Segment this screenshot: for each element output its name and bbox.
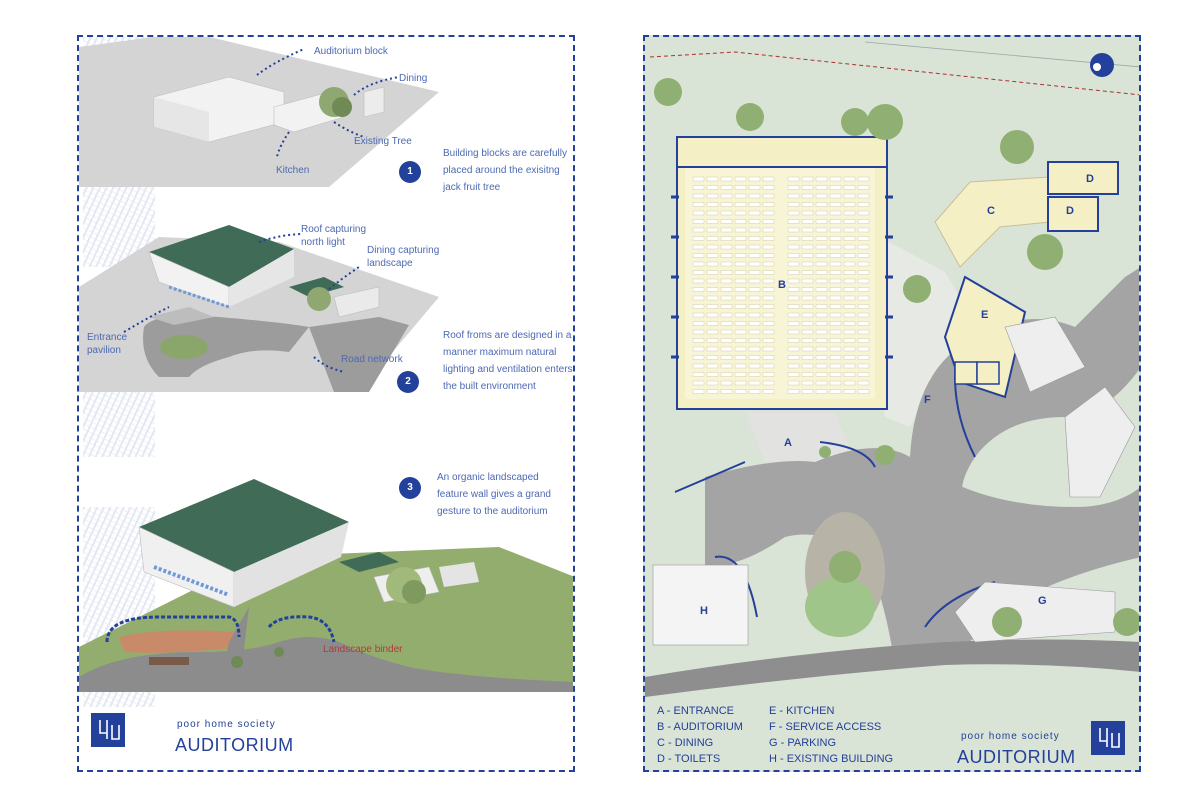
label-existing-tree: Existing Tree	[354, 136, 412, 147]
legend-item: B - AUDITORIUM	[657, 721, 743, 733]
block-placement-diagram	[79, 37, 439, 192]
legend-item: C - DINING	[657, 737, 714, 749]
studio-logo	[1091, 721, 1125, 755]
auditorium-seating	[692, 176, 870, 394]
map-label-e: E	[981, 309, 989, 321]
map-label-d-lower: D	[1066, 205, 1074, 217]
label-dining-landscape: Dining capturing landscape	[367, 245, 440, 269]
map-label-h: H	[700, 605, 708, 617]
label-road-network: Road network	[341, 354, 403, 365]
legend-item: G - PARKING	[769, 737, 837, 749]
label-roof-north-light: Roof capturing north light	[301, 224, 367, 248]
legend-item: A - ENTRANCE	[657, 705, 735, 717]
logo-icon	[99, 720, 120, 740]
studio-logo	[91, 713, 125, 747]
site-plan-svg	[645, 41, 1139, 697]
roof-form-svg	[79, 225, 439, 392]
landscape-feature-diagram	[79, 467, 573, 692]
label-auditorium-block: Auditorium block	[314, 46, 388, 57]
note-step-2: Roof froms are designed in a manner maxi…	[443, 330, 573, 392]
footer-title: AUDITORIUM	[175, 735, 294, 755]
site-plan-sheet: B A C D D E F G H A - ENTRANCE B - AUDIT…	[643, 35, 1141, 772]
footer-subtitle: poor home society	[961, 731, 1060, 742]
concept-sheet: Auditorium block Dining Existing Tree Ki…	[77, 35, 575, 772]
label-entrance-pavilion: Entrance pavilion	[87, 332, 128, 356]
logo-icon	[1099, 728, 1120, 748]
legend-item: D - TOILETS	[657, 753, 721, 765]
legend-item: E - KITCHEN	[769, 705, 835, 717]
map-label-d-upper: D	[1086, 173, 1094, 185]
label-kitchen: Kitchen	[276, 165, 310, 176]
map-label-c: C	[987, 205, 995, 217]
landscape-feature-svg	[79, 479, 573, 692]
label-dining: Dining	[399, 73, 428, 84]
legend-item: H - EXISTING BUILDING	[769, 753, 894, 765]
block-placement-svg	[79, 37, 439, 187]
footer-subtitle: poor home society	[177, 719, 276, 730]
step-badge-1: 1	[399, 161, 421, 183]
roof-form-diagram	[79, 207, 439, 392]
note-step-3: An organic landscaped feature wall gives…	[437, 472, 551, 517]
map-label-f: F	[924, 394, 931, 406]
map-label-a: A	[784, 437, 792, 449]
legend-column-1: A - ENTRANCE B - AUDITORIUM C - DINING D…	[657, 703, 743, 767]
step-badge-2: 2	[397, 371, 419, 393]
step-badge-3: 3	[399, 477, 421, 499]
note-step-1: Building blocks are carefully placed aro…	[443, 148, 567, 193]
legend-item: F - SERVICE ACCESS	[769, 721, 882, 733]
map-label-b: B	[778, 279, 786, 291]
map-label-g: G	[1038, 595, 1047, 607]
legend-column-2: E - KITCHEN F - SERVICE ACCESS G - PARKI…	[769, 703, 893, 767]
label-landscape-binder: Landscape binder	[323, 644, 403, 655]
footer-title: AUDITORIUM	[957, 747, 1076, 767]
